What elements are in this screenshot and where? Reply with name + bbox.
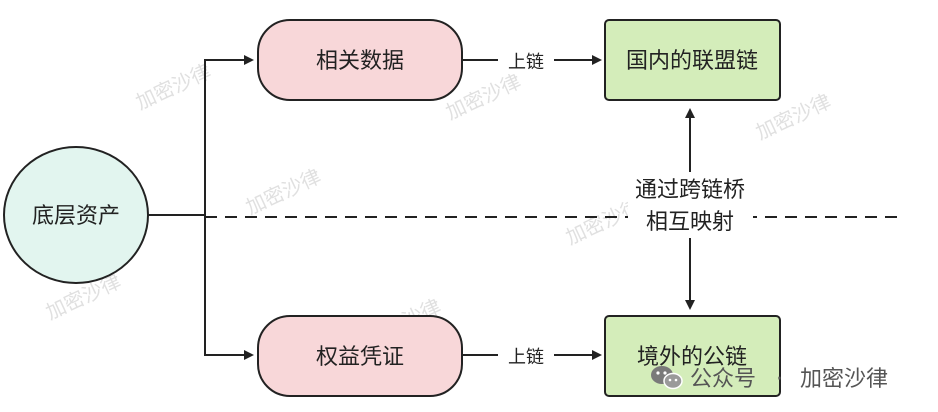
brand-name: 加密沙律 [800,367,888,392]
node-domestic-chain-label: 国内的联盟链 [626,49,758,74]
node-rights-voucher-label: 权益凭证 [316,345,404,370]
watermark: 加密沙律 [132,59,215,115]
node-related-data: 相关数据 [257,19,463,101]
connector-asset-to-rights [204,215,254,360]
connector-asset-to-data [204,55,254,215]
edge-label-upchain-bottom: 上链 [508,347,544,368]
brand-footer: 公众号 · 加密沙律 [651,366,888,392]
bridge-label-bg [628,172,753,238]
node-overseas-chain-label: 境外的公链 [637,345,747,370]
edge-label-bg [498,48,554,74]
node-related-data-label: 相关数据 [316,49,404,74]
bridge-label-line2: 相互映射 [646,210,734,235]
brand-prefix: 公众号 [690,367,756,392]
watermark: 加密沙律 [242,164,325,220]
edge-label-upchain-top: 上链 [508,52,544,73]
node-asset: 底层资产 [3,146,149,284]
node-domestic-chain: 国内的联盟链 [604,19,781,101]
node-overseas-chain: 境外的公链 [604,315,781,397]
bridge-label-line1: 通过跨链桥 [635,178,745,203]
node-asset-label: 底层资产 [32,204,120,229]
node-rights-voucher: 权益凭证 [257,315,463,397]
brand-separator: · [776,367,783,392]
wechat-icon [651,366,683,390]
edge-label-bg [498,343,554,369]
